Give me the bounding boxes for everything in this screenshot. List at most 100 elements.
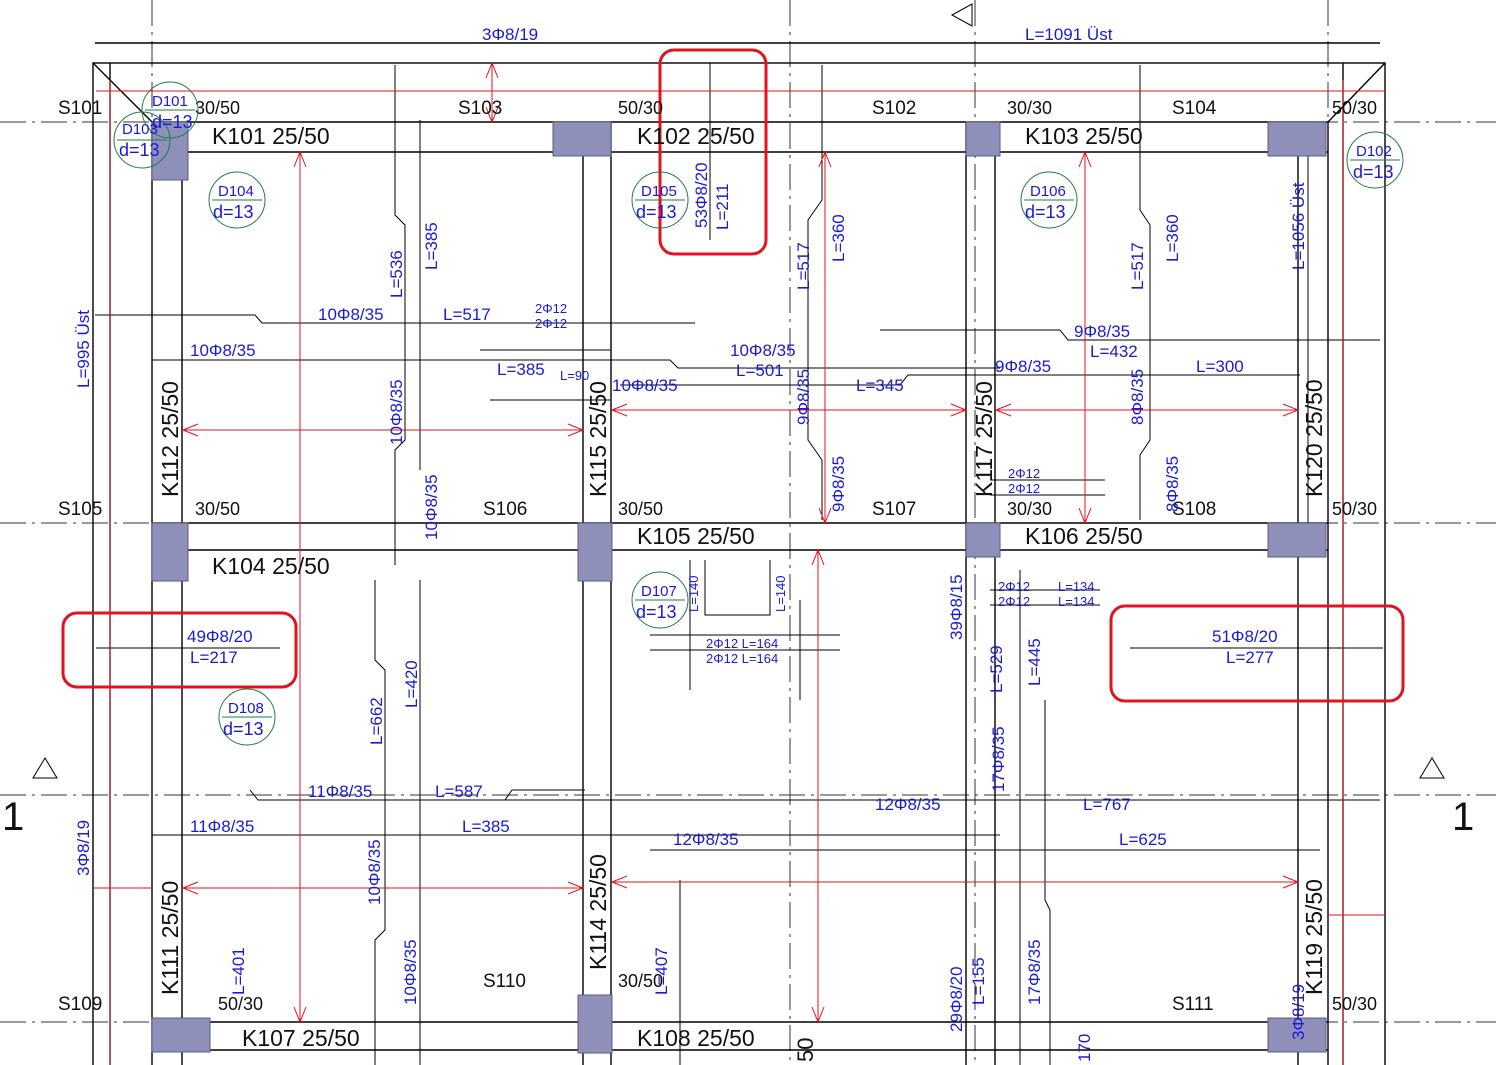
section-number: 1 — [2, 795, 24, 839]
beam-label: K107 25/50 — [242, 1025, 360, 1051]
rebar-label: 10Φ8/35 — [401, 939, 420, 1005]
rebar-label: 3Φ8/19 — [74, 820, 93, 876]
section-marker-top-icon — [950, 3, 973, 27]
column-size: 30/30 — [1007, 499, 1052, 519]
highlight-boxes — [61, 48, 1405, 703]
slab-label: S104 — [1172, 98, 1217, 119]
section-marker-right-icon — [1419, 757, 1445, 779]
rebar-label: 10Φ8/35 — [612, 376, 678, 395]
rebar-label: L=1056 Üst — [1289, 182, 1308, 270]
detail-depth: d=13 — [1353, 162, 1394, 182]
highlight-box-right — [1109, 604, 1405, 703]
slab-label: S101 — [58, 98, 102, 119]
beam-label: K112 25/50 — [157, 381, 183, 497]
beam-label: K119 25/50 — [1301, 879, 1327, 995]
rebar-label: L=300 — [1196, 357, 1244, 376]
rebar-label: L=211 — [713, 184, 732, 230]
rebar-label: L=401 — [229, 947, 248, 995]
dimension-lines — [93, 63, 1385, 1065]
detail-name: D107 — [641, 583, 677, 600]
beam-label: K111 25/50 — [157, 881, 183, 995]
rebar-label: 10Φ8/35 — [730, 341, 796, 360]
rebar-label: L=385 — [497, 360, 545, 379]
column-size: 50/30 — [218, 994, 263, 1014]
slab-label: S111 — [1172, 994, 1214, 1015]
rebar-label: L=587 — [435, 782, 483, 801]
rebar-label: L=155 — [969, 957, 988, 1005]
detail-depth: d=13 — [223, 719, 264, 739]
detail-name: D105 — [641, 183, 677, 200]
rebar-label: L=345 — [856, 376, 904, 395]
rebar-label: L=445 — [1025, 638, 1044, 686]
rebar-label: L=662 — [367, 697, 386, 745]
column-size: 30/30 — [1007, 98, 1052, 118]
rebar-label: L=360 — [829, 214, 848, 262]
rebar-label: L=529 — [987, 645, 1006, 693]
detail-depth: d=13 — [636, 602, 677, 622]
beam-label: K101 25/50 — [212, 123, 330, 149]
rebar-label: L=134 — [1058, 594, 1095, 609]
rebar-labels-small: 2Φ12 2Φ12 L=90 2Φ12 L=164 2Φ12 L=164 2Φ1… — [535, 301, 1095, 666]
rebar-label: L=385 — [422, 222, 441, 270]
rebar-label: 2Φ12 — [535, 316, 567, 331]
column-size-labels: 30/50 50/30 30/30 50/30 30/50 30/50 30/3… — [195, 98, 1377, 1014]
column-size: 30/50 — [195, 499, 240, 519]
beam-label: K106 25/50 — [1025, 523, 1143, 549]
rebar-label: 53Φ8/20 — [692, 162, 711, 228]
rebar-label: 50 — [793, 1038, 818, 1062]
slab-label: S103 — [458, 98, 502, 119]
column-size: 30/50 — [618, 971, 663, 991]
beam-label: K120 25/50 — [1301, 379, 1327, 497]
column-size: 50/30 — [1332, 98, 1377, 118]
rebar-label: 10Φ8/35 — [422, 474, 441, 540]
rebar-label: 2Φ12 — [1008, 481, 1040, 496]
rebar-label: 9Φ8/35 — [794, 369, 813, 425]
column-size: 50/30 — [1332, 994, 1377, 1014]
beam-label: K114 25/50 — [585, 854, 611, 970]
rebar-label: 9Φ8/35 — [995, 357, 1051, 376]
rebar-label: L=995 Üst — [74, 310, 93, 388]
detail-depth: d=13 — [1025, 202, 1066, 222]
detail-name: D102 — [1356, 143, 1392, 160]
column-size: 30/50 — [618, 499, 663, 519]
section-marker-left-icon — [32, 757, 58, 779]
beam-label: K105 25/50 — [637, 523, 755, 549]
rebar-label: L=140 — [773, 575, 788, 612]
rebar-label: L=360 — [1163, 214, 1182, 262]
detail-name: D104 — [218, 183, 254, 200]
rebar-label: 10Φ8/35 — [318, 305, 384, 324]
rebar-label: L=407 — [652, 947, 671, 995]
rebar-label: L=517 — [1128, 242, 1147, 290]
rebar-label: 9Φ8/35 — [1074, 322, 1130, 341]
rebar-label: L=385 — [462, 817, 510, 836]
slab-label: S108 — [1172, 499, 1216, 520]
rebar-label: L=277 — [1226, 648, 1274, 667]
beam-label: K117 25/50 — [971, 381, 997, 497]
highlight-box-top — [658, 48, 768, 256]
rebar-label: 17Φ8/35 — [1025, 939, 1044, 1005]
rebar-label: L=217 — [190, 648, 238, 667]
rebar-label: 2Φ12 — [998, 579, 1030, 594]
rebar-label: L=134 — [1058, 579, 1095, 594]
slab-labels: S101 S103 S102 S104 S105 S106 S107 S108 … — [58, 98, 1217, 1015]
rebar-label: L=536 — [387, 250, 406, 298]
structure-lines — [92, 42, 1386, 1065]
rebar-label: 3Φ8/19 — [1289, 984, 1308, 1040]
rebar-label: 10Φ8/35 — [190, 341, 256, 360]
rebar-label: L=140 — [686, 575, 701, 612]
rebar-label: 49Φ8/20 — [187, 627, 253, 646]
rebar-label: 11Φ8/35 — [190, 817, 254, 836]
rebar-label: 12Φ8/35 — [673, 830, 739, 849]
rebar-label: 8Φ8/35 — [1163, 456, 1182, 512]
beam-label: K108 25/50 — [637, 1025, 755, 1051]
column-size: 50/30 — [618, 98, 663, 118]
detail-depth: d=13 — [636, 202, 677, 222]
detail-name: D103 — [122, 121, 158, 138]
column-size: 30/50 — [195, 98, 240, 118]
rebar-label: 9Φ8/35 — [829, 456, 848, 512]
beam-labels: K101 25/50 K102 25/50 K103 25/50 K104 25… — [157, 123, 1327, 1051]
rebar-label: L=625 — [1119, 830, 1167, 849]
rebar-label: L=432 — [1090, 342, 1138, 361]
rebar-label: 11Φ8/35 — [308, 782, 372, 801]
